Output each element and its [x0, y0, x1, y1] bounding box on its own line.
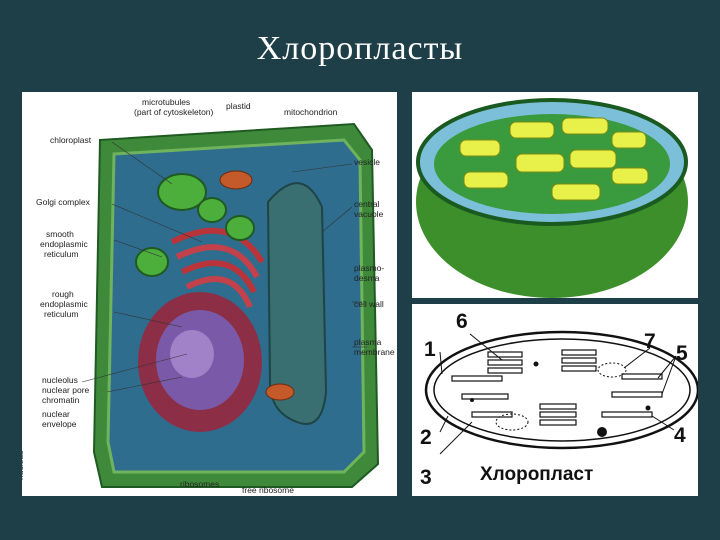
label-cell-wall: cell wall [354, 299, 384, 309]
label-rough: rough [52, 289, 74, 299]
label-membrane: membrane [354, 347, 395, 357]
plant-cell-figure: microtubules (part of cytoskeleton) plas… [22, 92, 397, 496]
scheme-number-4: 4 [674, 424, 686, 447]
scheme-number-3: 3 [420, 466, 432, 489]
chloroplast-scheme-figure: 6 1 7 5 2 4 3 Хлоропласт [412, 304, 698, 496]
scheme-number-5: 5 [676, 342, 688, 365]
scheme-number-6: 6 [456, 310, 468, 333]
scheme-number-2: 2 [420, 426, 432, 449]
slide-title: Хлоропласты [256, 30, 464, 67]
label-smooth-reticulum: reticulum [44, 249, 79, 259]
label-plasma: plasma [354, 337, 382, 347]
label-rough-er: endoplasmic [40, 299, 88, 309]
label-smooth: smooth [46, 229, 74, 239]
label-smooth-er: endoplasmic [40, 239, 88, 249]
chloroplast-scheme-drawing [424, 330, 698, 455]
chloroplast-3d-figure [412, 92, 698, 298]
label-central: central [354, 199, 380, 209]
label-vesicle: vesicle [354, 157, 380, 167]
label-desma: desma [354, 273, 380, 283]
scheme-number-1: 1 [424, 338, 436, 361]
label-nuclear: nuclear [42, 409, 70, 419]
label-mitochondrion: mitochondrion [284, 107, 338, 117]
label-chromatin: chromatin [42, 395, 80, 405]
plant-cell-illustration [81, 122, 380, 488]
label-nucleus: nucleus [22, 450, 25, 480]
scheme-number-7: 7 [644, 330, 656, 353]
label-plasmo: plasmo- [354, 263, 385, 273]
label-free-ribosome: free ribosome [242, 485, 294, 495]
label-ribosomes: ribosomes [180, 479, 220, 489]
label-golgi: Golgi complex [36, 197, 90, 207]
label-envelope: envelope [42, 419, 77, 429]
chloroplast-3d-illustration [416, 98, 688, 298]
label-rough-reticulum: reticulum [44, 309, 79, 319]
label-vacuole: vacuole [354, 209, 384, 219]
label-chloroplast: chloroplast [50, 135, 92, 145]
label-plastid: plastid [226, 101, 251, 111]
label-microtubules: microtubules [142, 97, 191, 107]
label-nuclear-pore: nuclear pore [42, 385, 90, 395]
label-microtubules-sub: (part of cytoskeleton) [134, 107, 214, 117]
scheme-caption: Хлоропласт [480, 464, 594, 485]
label-nucleolus: nucleolus [42, 375, 78, 385]
